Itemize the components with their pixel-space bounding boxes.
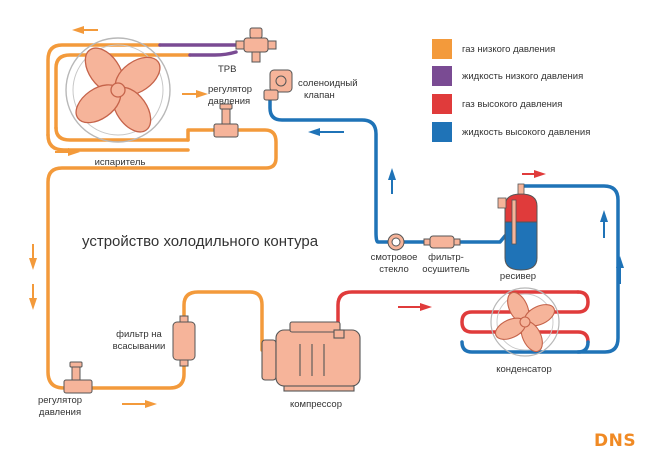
high-pressure-gas-line [336, 290, 590, 344]
flow-arrows [29, 26, 624, 408]
low-pressure-liquid-line [158, 43, 242, 57]
flow-arrow [388, 168, 396, 180]
solenoid-valve-label-2: клапан [304, 90, 335, 101]
legend-label-low-pressure-gas: газ низкого давления [462, 44, 555, 55]
legend-swatch-low-pressure-liquid [432, 66, 452, 86]
high-pressure-liquid-line [268, 96, 620, 354]
flow-arrow [196, 90, 208, 98]
flow-arrow [29, 298, 37, 310]
pressure-regulator-top-label-2: давления [208, 96, 250, 107]
flow-arrow [616, 256, 624, 268]
receiver-tank-icon [497, 183, 538, 271]
compressor-icon [261, 321, 361, 392]
component-labels: испаритель ТРВ регулятор давления солено… [38, 64, 552, 418]
pressure-regulator-bottom-icon [63, 361, 93, 394]
suction-filter-icon [172, 315, 196, 367]
legend-label-high-pressure-liquid: жидкость высокого давления [462, 127, 590, 138]
condenser-label: конденсатор [496, 364, 552, 375]
filter-dryer-label-2: осушитель [422, 264, 469, 275]
flow-arrow [308, 128, 320, 136]
pressure-regulator-top-icon [213, 103, 239, 138]
condenser-fan-icon [490, 287, 560, 357]
filter-dryer-label-1: фильтр- [428, 252, 464, 263]
flow-arrow [145, 400, 157, 408]
low-pressure-gas-line [46, 43, 278, 390]
pressure-regulator-bottom-label-2: давления [39, 407, 81, 418]
sight-glass-icon [387, 233, 405, 251]
pressure-regulator-bottom-label-1: регулятор [38, 395, 82, 406]
flow-arrow [420, 303, 432, 311]
sight-glass-label-2: стекло [379, 264, 408, 275]
legend-label-low-pressure-liquid: жидкость низкого давления [462, 71, 583, 82]
trv-valve-icon [235, 27, 277, 63]
legend-swatch-high-pressure-liquid [432, 122, 452, 142]
trv-label: ТРВ [218, 64, 236, 75]
suction-filter-label-2: всасывании [113, 341, 166, 352]
legend: газ низкого давления жидкость низкого да… [432, 39, 590, 142]
flow-arrow [68, 148, 80, 156]
diagram-title: устройство холодильного контура [82, 233, 319, 250]
flow-arrow [534, 170, 546, 178]
flow-arrow [72, 26, 84, 34]
legend-label-high-pressure-gas: газ высокого давления [462, 99, 562, 110]
legend-swatch-high-pressure-gas [432, 94, 452, 114]
flow-arrow [600, 210, 608, 222]
evaporator-fan-icon [65, 37, 171, 143]
solenoid-valve-icon [263, 69, 293, 101]
solenoid-valve-label-1: соленоидный [298, 78, 358, 89]
evaporator-label: испаритель [95, 157, 146, 168]
flow-arrow [29, 258, 37, 270]
legend-swatch-low-pressure-gas [432, 39, 452, 59]
dns-logo: DNS [594, 431, 636, 451]
sight-glass-label-1: смотровое [371, 252, 418, 263]
pressure-regulator-top-label-1: регулятор [208, 84, 252, 95]
suction-filter-label-1: фильтр на [116, 329, 162, 340]
compressor-label: компрессор [290, 399, 342, 410]
receiver-label: ресивер [500, 271, 536, 282]
filter-dryer-icon [423, 235, 461, 249]
